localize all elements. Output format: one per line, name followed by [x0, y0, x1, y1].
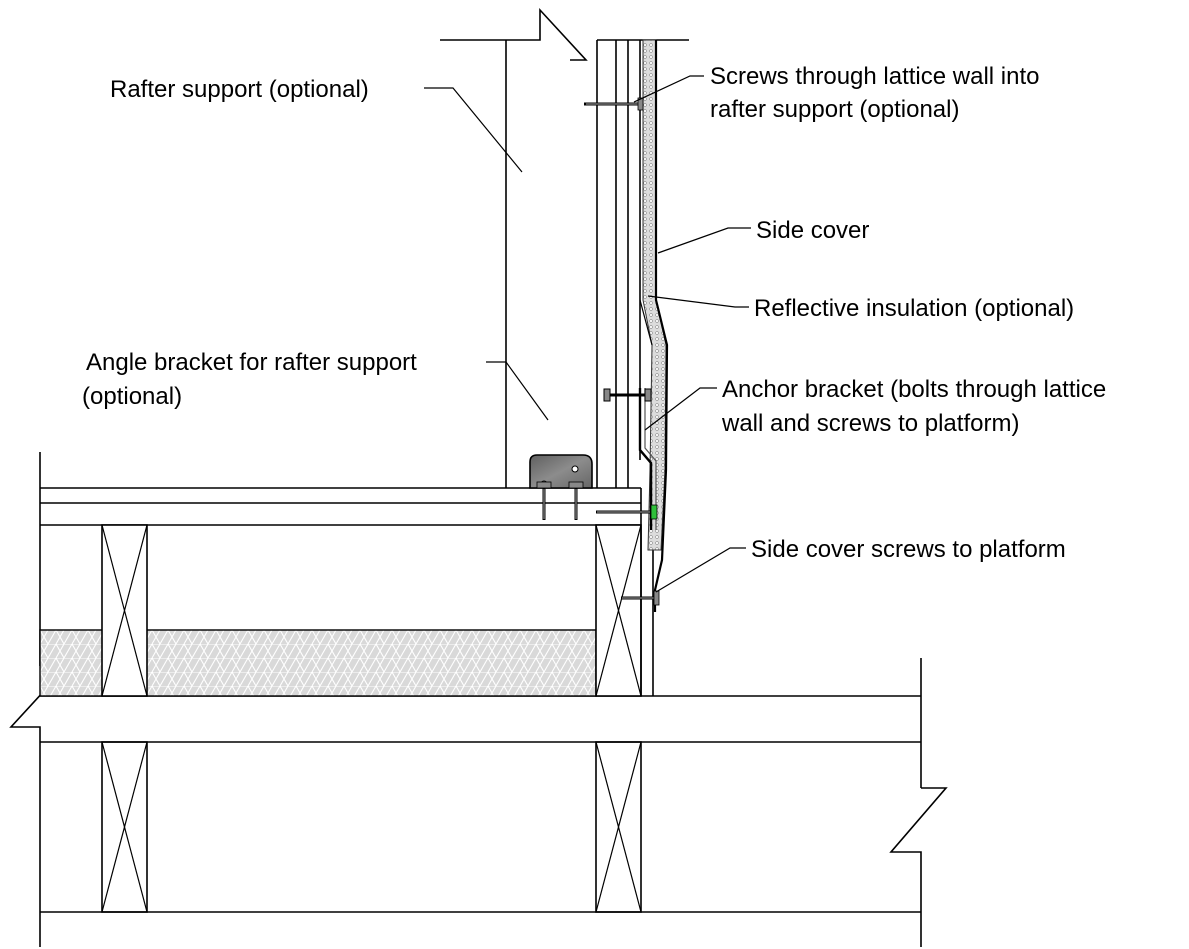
lower-floor — [9, 658, 948, 947]
label-lattice-screws-line2: rafter support (optional) — [710, 96, 959, 123]
angle-bracket — [529, 454, 593, 520]
anchor-bracket — [596, 388, 658, 530]
anchor-platform-screw — [596, 504, 658, 520]
anchor-bolt — [603, 388, 652, 402]
label-anchor-bracket-line2: wall and screws to platform) — [721, 410, 1019, 437]
label-lattice-screws-line1: Screws through lattice wall into — [710, 63, 1039, 90]
label-angle-bracket-line1: Angle bracket for rafter support — [86, 349, 417, 376]
label-angle-bracket-line2: (optional) — [82, 383, 182, 410]
platform-joist-left — [101, 524, 148, 697]
lower-joist-right — [595, 741, 642, 913]
rafter-support — [440, 7, 598, 488]
label-anchor-bracket-line1: Anchor bracket (bolts through lattice — [722, 376, 1106, 403]
label-rafter-support: Rafter support (optional) — [110, 76, 369, 103]
platform — [39, 452, 654, 697]
labels: Rafter support (optional) Screws through… — [82, 63, 1106, 563]
platform-joist-right — [595, 524, 642, 697]
label-reflective-insulation: Reflective insulation (optional) — [754, 295, 1074, 322]
label-side-cover: Side cover — [756, 217, 869, 244]
reflective-insulation — [642, 39, 667, 551]
side-cover-screw — [621, 590, 660, 606]
lower-joist-left — [101, 741, 148, 913]
label-side-cover-screws: Side cover screws to platform — [751, 536, 1066, 563]
leader-lines — [424, 75, 751, 593]
side-cover — [653, 40, 669, 612]
side-cover-assembly — [639, 39, 669, 612]
lattice-screw — [584, 97, 644, 111]
